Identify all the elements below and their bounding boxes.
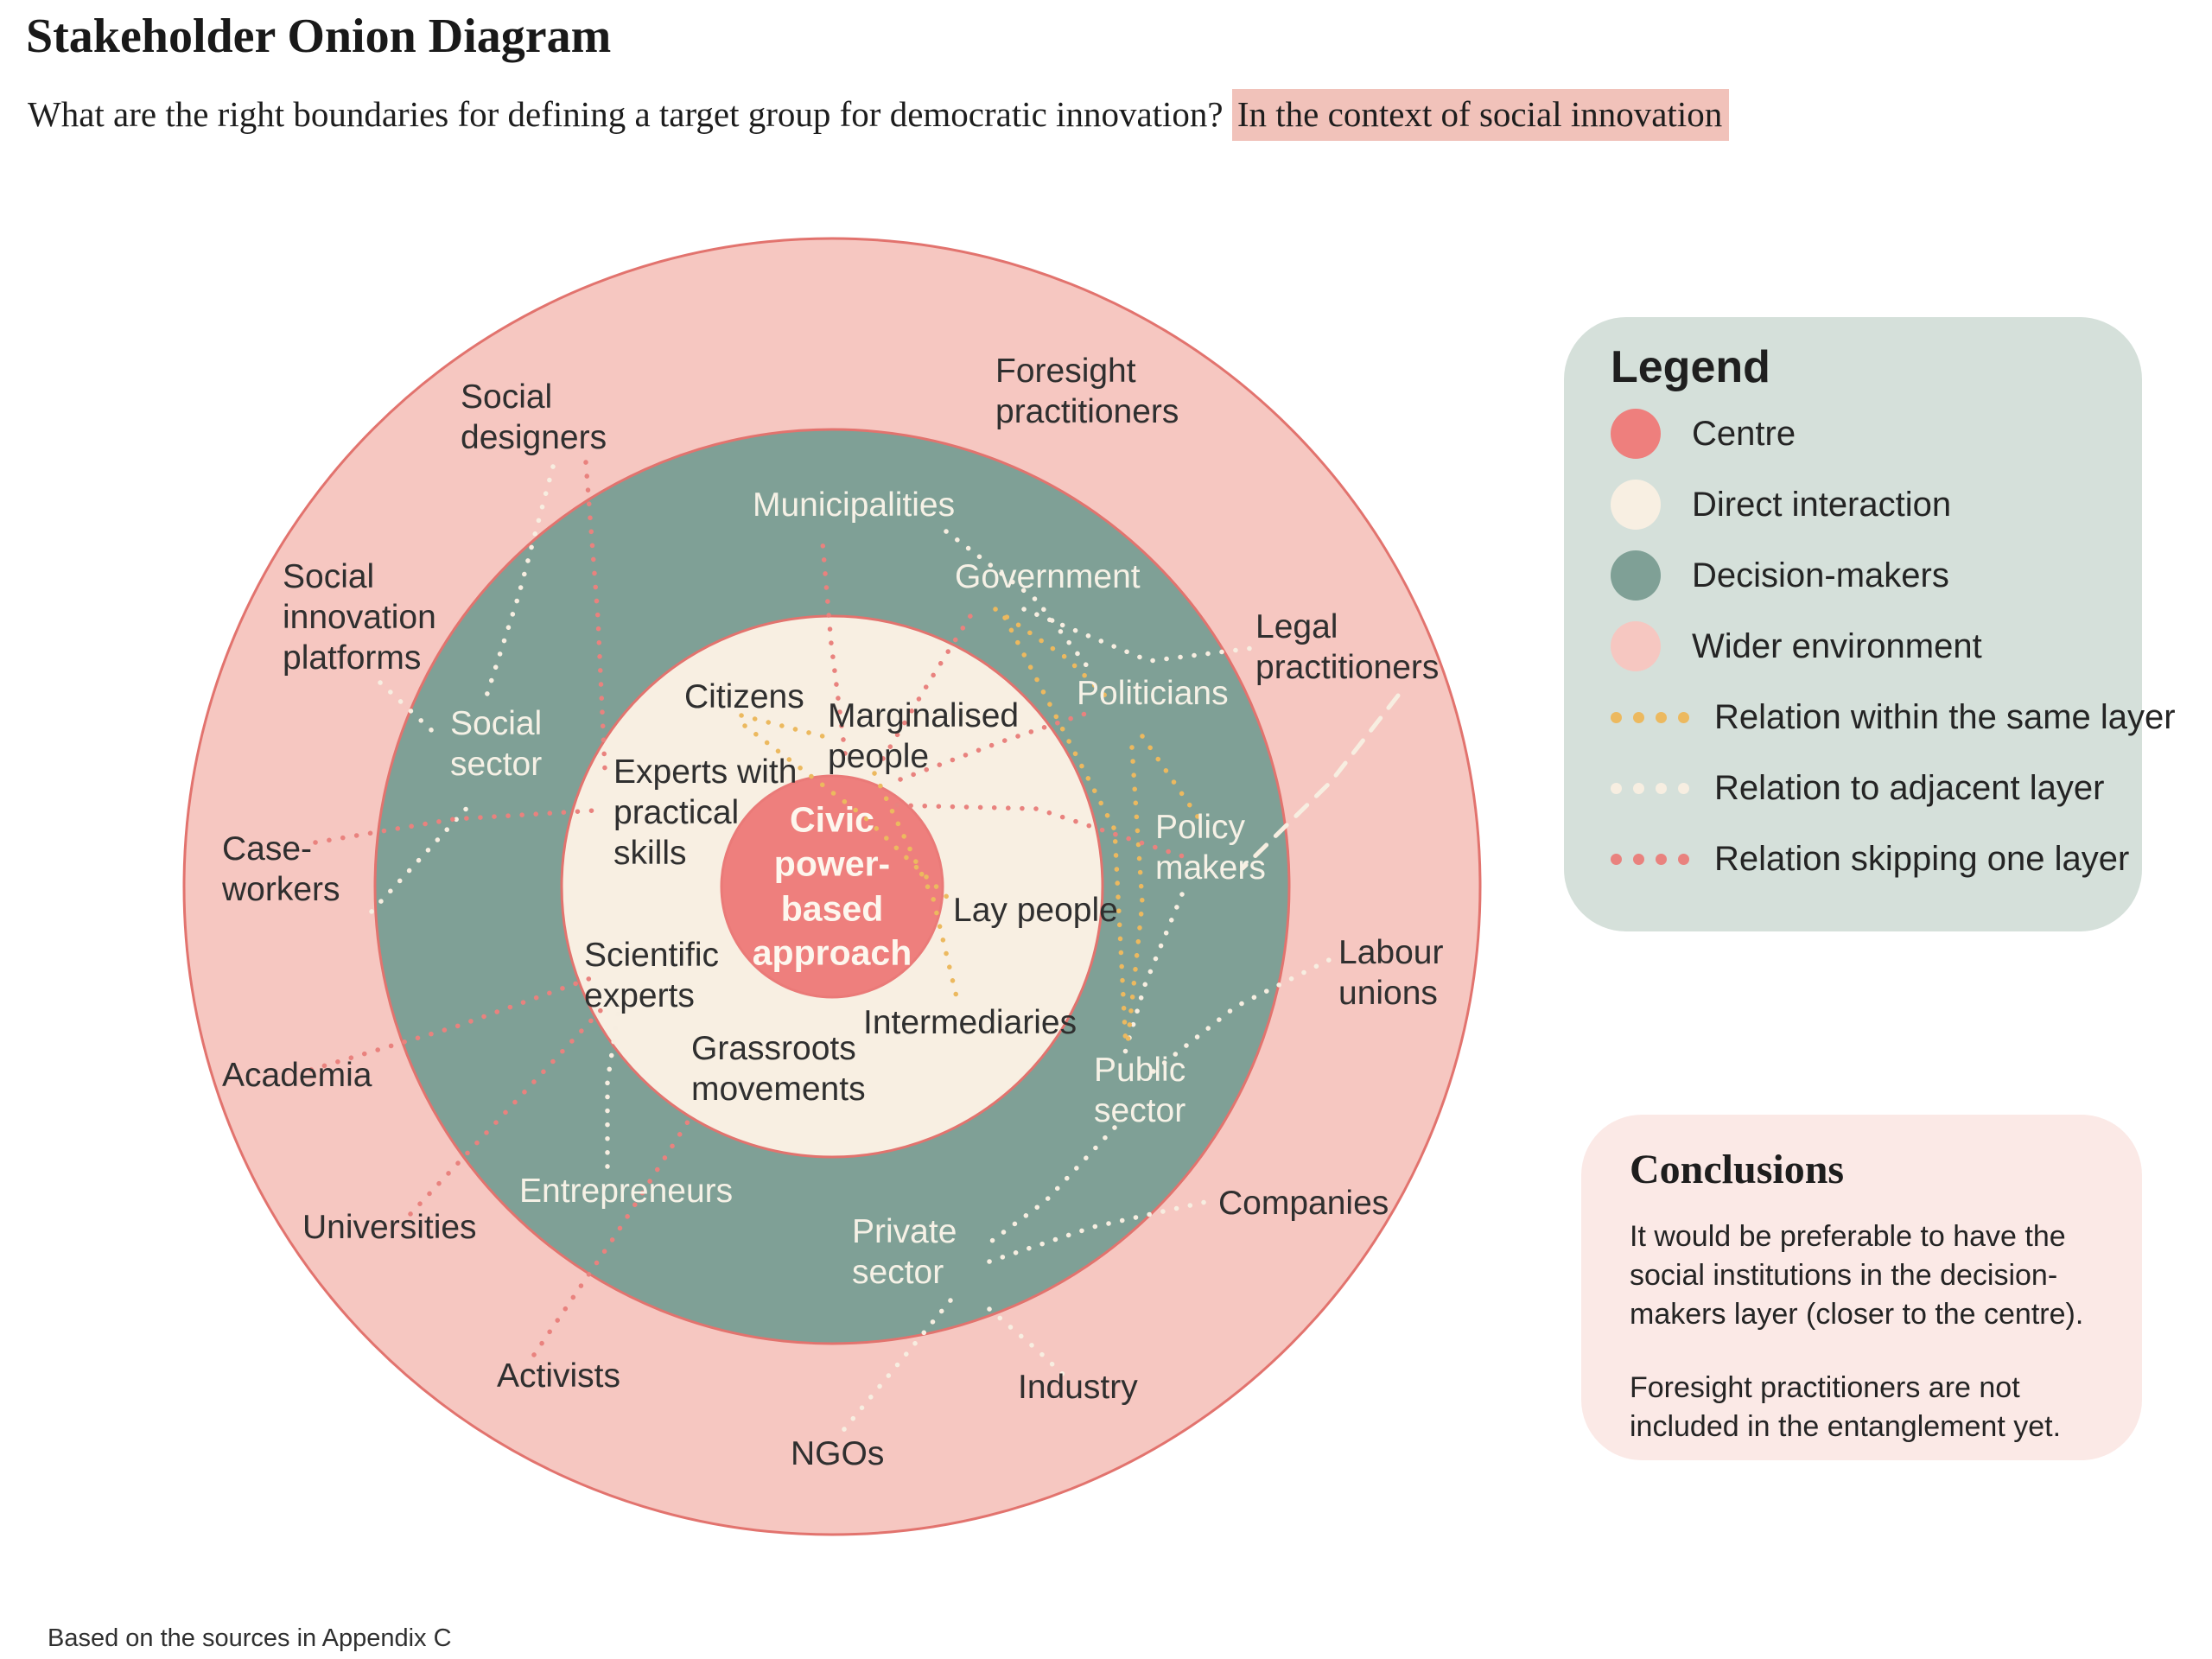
relation-politicians-to-policy-makers xyxy=(1140,734,1202,822)
relation-citizens-to-marginalised-people xyxy=(739,713,825,739)
dot xyxy=(1633,711,1644,723)
direct-interaction-layer-swatch xyxy=(1611,480,1661,530)
legend-label: Decision-makers xyxy=(1692,556,1949,594)
legend-label: Relation skipping one layer xyxy=(1714,839,2130,878)
legend-label: Centre xyxy=(1692,414,1796,453)
same-layer-dots-swatch xyxy=(1611,711,1692,723)
conclusions-title: Conclusions xyxy=(1630,1147,1845,1192)
dot xyxy=(1611,782,1622,794)
decision-makers-layer-swatch xyxy=(1611,550,1661,601)
relation-marginalised-people-to-government xyxy=(880,607,977,761)
adjacent-layer-dots-swatch xyxy=(1611,782,1692,794)
legend-title: Legend xyxy=(1611,342,1770,392)
subtitle-text: What are the right boundaries for defini… xyxy=(28,94,1232,134)
layer-circle-centre xyxy=(720,774,944,999)
conclusions-paragraph: Foresight practitioners are not included… xyxy=(1630,1370,2062,1443)
conclusions-paragraph: It would be preferable to have the socia… xyxy=(1630,1220,2084,1331)
dot xyxy=(1656,711,1667,723)
dot xyxy=(1611,711,1622,723)
dot xyxy=(1656,782,1667,794)
legend-label: Direct interaction xyxy=(1692,485,1952,524)
relation-private-sector-to-companies xyxy=(987,1198,1212,1264)
dot xyxy=(1678,853,1689,865)
relation-social-designers-to-social-sector xyxy=(481,464,556,707)
legend-item-centre: Centre xyxy=(1611,398,2142,469)
relation-social-innovation-platforms-to-social-sector xyxy=(378,680,443,741)
dot xyxy=(1678,782,1689,794)
legend-item-relation-adjacent-layer: Relation to adjacent layer xyxy=(1611,753,2142,823)
relation-government-to-politicians xyxy=(993,607,1110,701)
subtitle-highlight: In the context of social innovation xyxy=(1231,89,1730,141)
relation-marginalised-people-to-intermediaries xyxy=(872,771,960,1003)
skip-layer-dots-swatch xyxy=(1611,853,1692,865)
legend-item-decision-makers: Decision-makers xyxy=(1611,540,2142,611)
legend-item-wider-environment: Wider environment xyxy=(1611,611,2142,682)
dot xyxy=(1633,782,1644,794)
relation-private-sector-to-ngos xyxy=(834,1298,953,1441)
dot xyxy=(1633,853,1644,865)
page-title: Stakeholder Onion Diagram xyxy=(26,10,612,63)
relation-legal-practitioners-to-policy-makers xyxy=(1240,693,1401,871)
relation-lines xyxy=(308,460,1401,1441)
relation-entrepreneurs-to-scientific-experts xyxy=(605,1007,621,1169)
source-note: Based on the sources in Appendix C xyxy=(48,1624,452,1652)
legend-item-relation-skip-layer: Relation skipping one layer xyxy=(1611,823,2142,894)
dot xyxy=(1656,853,1667,865)
legend-label: Relation within the same layer xyxy=(1714,697,2176,736)
relation-marginalised-people-to-municipalities xyxy=(820,540,848,756)
relation-marginalised-people-to-policy-makers xyxy=(894,803,1188,860)
relation-policy-makers-to-public-sector xyxy=(1121,892,1185,1061)
legend-item-direct-interaction: Direct interaction xyxy=(1611,469,2142,540)
relation-case-workers-to-experts-with-practical-skills xyxy=(313,808,597,845)
centre-layer-swatch xyxy=(1611,409,1661,459)
wider-environment-layer-swatch xyxy=(1611,621,1661,671)
relation-activists-to-grassroots-movements xyxy=(531,1114,694,1357)
legend-panel: Legend Centre Direct interaction Decisio… xyxy=(1564,317,2176,931)
relation-academia-to-scientific-experts xyxy=(308,972,603,1072)
relation-public-sector-to-private-sector xyxy=(982,1125,1117,1249)
legend-label: Relation to adjacent layer xyxy=(1714,768,2105,807)
legend-item-relation-same-layer: Relation within the same layer xyxy=(1611,682,2176,753)
dot xyxy=(1611,853,1622,865)
legend-label: Wider environment xyxy=(1692,626,1982,665)
dot xyxy=(1678,711,1689,723)
page-subtitle: What are the right boundaries for defini… xyxy=(28,89,1730,141)
conclusions-panel: Conclusions It would be preferable to ha… xyxy=(1581,1115,2142,1460)
relation-politicians-to-public-sector xyxy=(1125,745,1145,1046)
relation-government-to-public-sector xyxy=(1002,615,1128,1050)
onion-layers xyxy=(182,237,1482,1536)
